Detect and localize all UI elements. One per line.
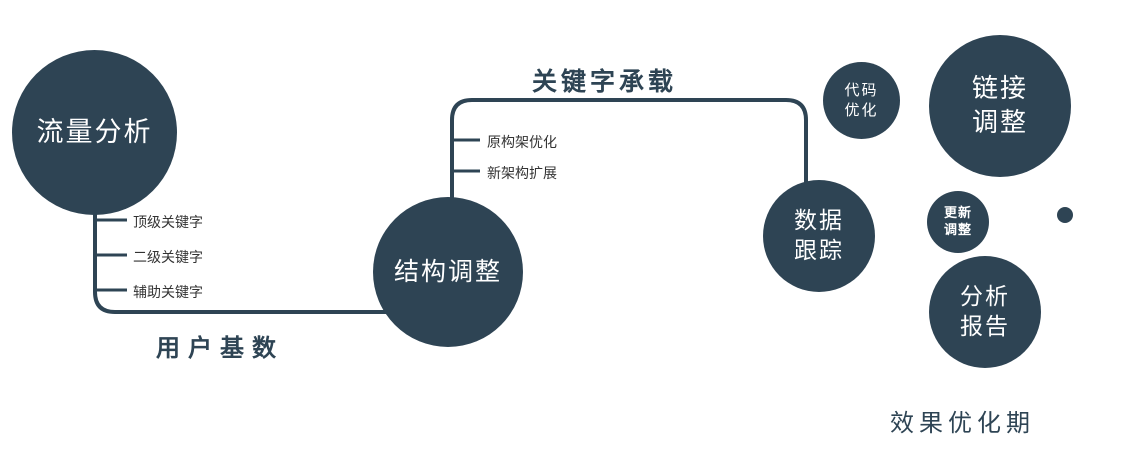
node-analysis-report-line1: 分析 [960, 283, 1010, 310]
node-small-dot [1057, 207, 1073, 223]
node-update-adjust: 更新 调整 [927, 191, 989, 253]
node-data-tracking: 数据 跟踪 [763, 180, 875, 292]
footer-label: 效果优化期 [890, 410, 1035, 437]
node-structure-adjust: 结构调整 [373, 197, 523, 347]
node-analysis-report: 分析 报告 [929, 256, 1041, 368]
edge-label-user-base: 用户基数 [156, 335, 284, 362]
node-link-adjust: 链接 调整 [929, 35, 1071, 177]
top-branch-label-2: 新架构扩展 [487, 165, 557, 181]
left-connector-line [93, 150, 430, 314]
node-structure-adjust-label: 结构调整 [393, 257, 502, 286]
left-branch-label-1: 顶级关键字 [133, 214, 203, 230]
node-data-tracking-line1: 数据 [794, 207, 844, 234]
node-link-adjust-line1: 链接 [971, 73, 1028, 104]
node-code-optimize-line1: 代码 [844, 82, 879, 99]
node-code-optimize-line2: 优化 [844, 101, 879, 119]
node-traffic-analysis: 流量分析 [12, 50, 177, 215]
node-traffic-analysis-label: 流量分析 [36, 116, 153, 147]
node-update-adjust-line1: 更新 [943, 205, 972, 221]
edge-label-keyword-carry: 关键字承载 [532, 68, 678, 96]
top-connector-line [450, 98, 808, 215]
left-branch-label-2: 二级关键字 [133, 249, 203, 265]
node-data-tracking-line2: 跟踪 [794, 237, 844, 263]
node-update-adjust-line2: 调整 [943, 222, 972, 237]
node-analysis-report-line2: 报告 [960, 313, 1010, 339]
top-branch-label-1: 原构架优化 [487, 134, 557, 150]
node-code-optimize: 代码 优化 [823, 62, 900, 139]
node-link-adjust-line2: 调整 [971, 107, 1028, 137]
left-branch-label-3: 辅助关键字 [133, 284, 203, 300]
